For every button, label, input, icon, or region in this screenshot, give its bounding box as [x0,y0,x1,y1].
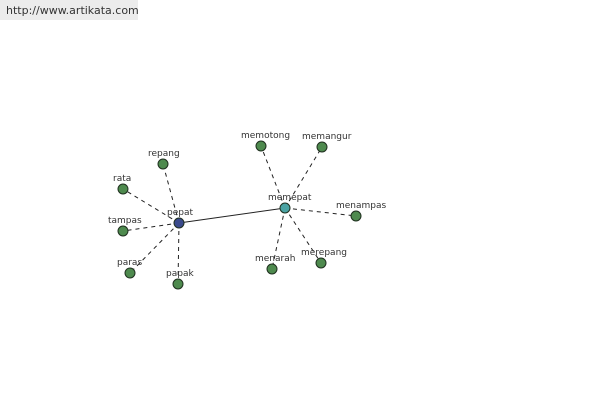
node-label-menarah: menarah [255,254,295,264]
node-label-rata: rata [113,174,131,184]
node-circle-merepang[interactable] [315,257,327,269]
node-circle-menarah[interactable] [266,263,278,275]
edge-pepat-paras [129,222,180,274]
edge-memepat-memangur [284,146,323,209]
node-label-memotong: memotong [241,131,290,141]
edge-memepat-memotong [260,145,286,209]
node-circle-paras[interactable] [124,267,136,279]
node-memangur[interactable]: memangur [302,132,352,153]
edge-memepat-menampas [284,207,357,217]
node-circle-repang[interactable] [157,158,169,170]
node-memotong[interactable]: memotong [241,131,290,152]
edge-pepat-tampas [122,222,180,232]
edge-memepat-merepang [284,207,322,264]
node-label-repang: repang [148,149,180,159]
node-pepat[interactable]: pepat [167,208,193,229]
edge-pepat-memepat [178,207,286,224]
node-label-merepang: merepang [301,248,347,258]
node-label-pepat: pepat [167,208,193,218]
node-circle-memangur[interactable] [316,141,328,153]
node-paras[interactable]: paras [117,258,142,279]
site-url[interactable]: http://www.artikata.com [0,0,139,20]
edge-pepat-papak [177,222,180,285]
node-papak[interactable]: papak [166,269,194,290]
node-circle-tampas[interactable] [117,225,129,237]
node-circle-pepat[interactable] [173,217,185,229]
nodes-layer: pepat memepat repang rata tampas paras papak me… [108,131,387,290]
edge-pepat-repang [162,163,180,224]
node-label-menampas: menampas [336,201,387,211]
node-label-papak: papak [166,269,194,279]
node-menarah[interactable]: menarah [255,254,295,275]
edge-memepat-menarah [271,207,286,270]
node-label-paras: paras [117,258,142,268]
edge-pepat-rata [122,188,180,224]
node-circle-papak[interactable] [172,278,184,290]
node-rata[interactable]: rata [113,174,131,195]
node-circle-rata[interactable] [117,183,129,195]
node-circle-menampas[interactable] [350,210,362,222]
node-tampas[interactable]: tampas [108,216,142,237]
node-repang[interactable]: repang [148,149,180,170]
node-circle-memepat[interactable] [279,202,291,214]
node-memepat[interactable]: memepat [268,193,312,214]
node-circle-memotong[interactable] [255,140,267,152]
edges-layer [122,145,357,285]
node-label-memepat: memepat [268,193,312,203]
node-menampas[interactable]: menampas [336,201,387,222]
node-label-memangur: memangur [302,132,352,142]
node-label-tampas: tampas [108,216,142,226]
node-merepang[interactable]: merepang [301,248,347,269]
